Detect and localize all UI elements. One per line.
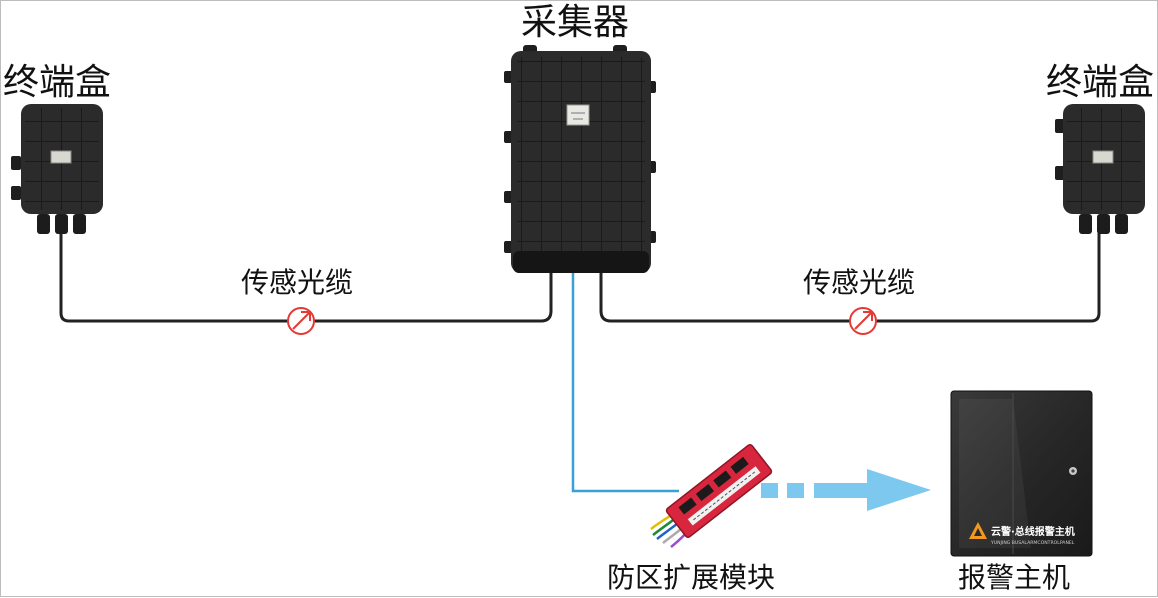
alarm-host-panel: 云警·总线报警主机 YUNJING BUSALARMCONTROLPANEL <box>950 390 1093 557</box>
sensor-marker-left <box>287 307 315 335</box>
terminal-left-label: 终端盒 <box>3 62 112 103</box>
module-label: 防区扩展模块 <box>607 561 776 594</box>
terminal-box-right <box>1055 104 1145 234</box>
zone-expansion-module <box>650 444 773 548</box>
host-label: 报警主机 <box>958 561 1071 594</box>
collector-label: 采集器 <box>521 2 630 43</box>
host-brand-text: 云警·总线报警主机 <box>991 525 1075 538</box>
terminal-right-label: 终端盒 <box>1046 62 1155 103</box>
cable-left-label: 传感光缆 <box>241 266 354 299</box>
host-brand-subtext: YUNJING BUSALARMCONTROLPANEL <box>990 540 1075 546</box>
signal-line <box>571 273 679 493</box>
sensor-marker-right <box>849 307 877 335</box>
terminal-box-left <box>11 104 103 234</box>
flow-arrow <box>761 469 931 511</box>
cable-right-label: 传感光缆 <box>803 266 916 299</box>
collector-device <box>504 45 656 273</box>
